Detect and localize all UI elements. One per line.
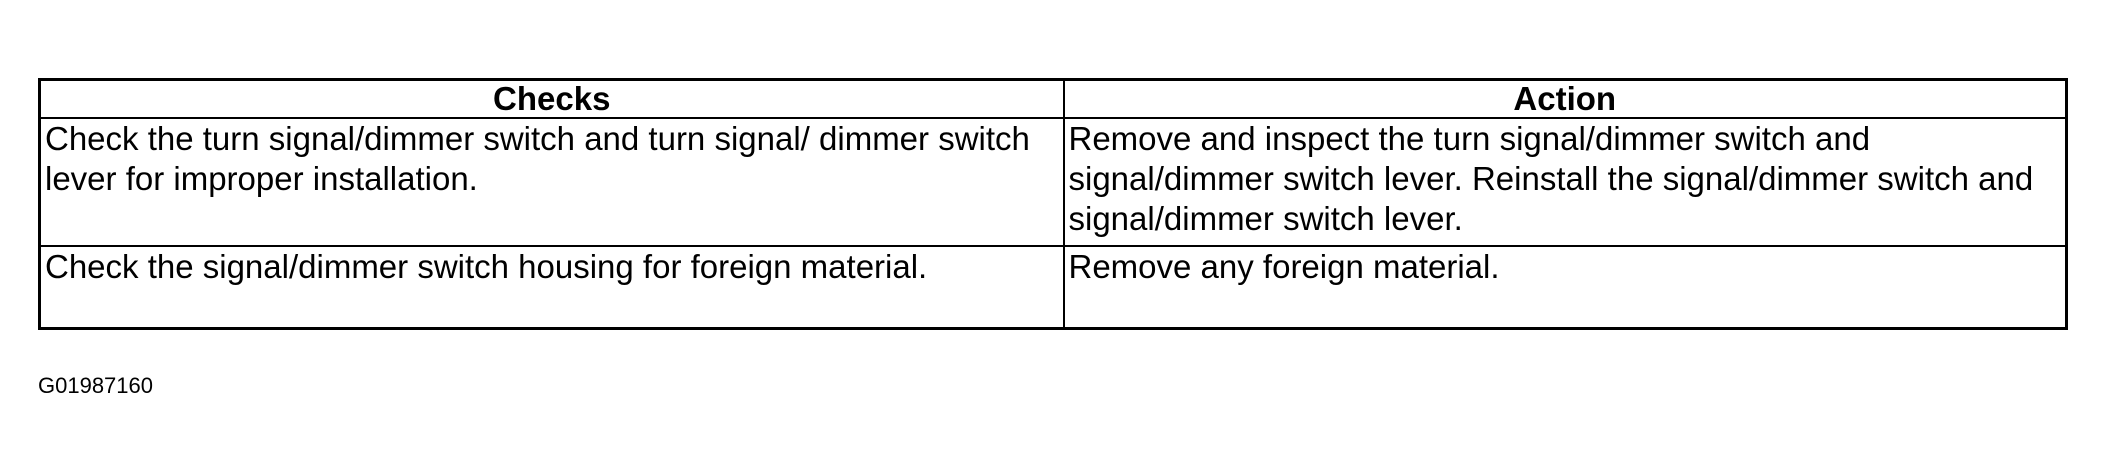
table-header-row: Checks Action: [38, 78, 2068, 119]
header-checks: Checks: [38, 78, 1065, 119]
table-row: Check the turn signal/dimmer switch and …: [38, 117, 2068, 247]
figure-id: G01987160: [38, 373, 153, 398]
header-action: Action: [1062, 78, 2068, 119]
check-cell: Check the turn signal/dimmer switch and …: [38, 117, 1065, 247]
check-cell: Check the signal/dimmer switch housing f…: [38, 245, 1065, 330]
action-cell: Remove and inspect the turn signal/dimme…: [1062, 117, 2068, 247]
action-cell: Remove any foreign material.: [1062, 245, 2068, 330]
table-row: Check the signal/dimmer switch housing f…: [38, 245, 2068, 330]
checks-action-table: Checks Action Check the turn signal/dimm…: [38, 78, 2068, 330]
